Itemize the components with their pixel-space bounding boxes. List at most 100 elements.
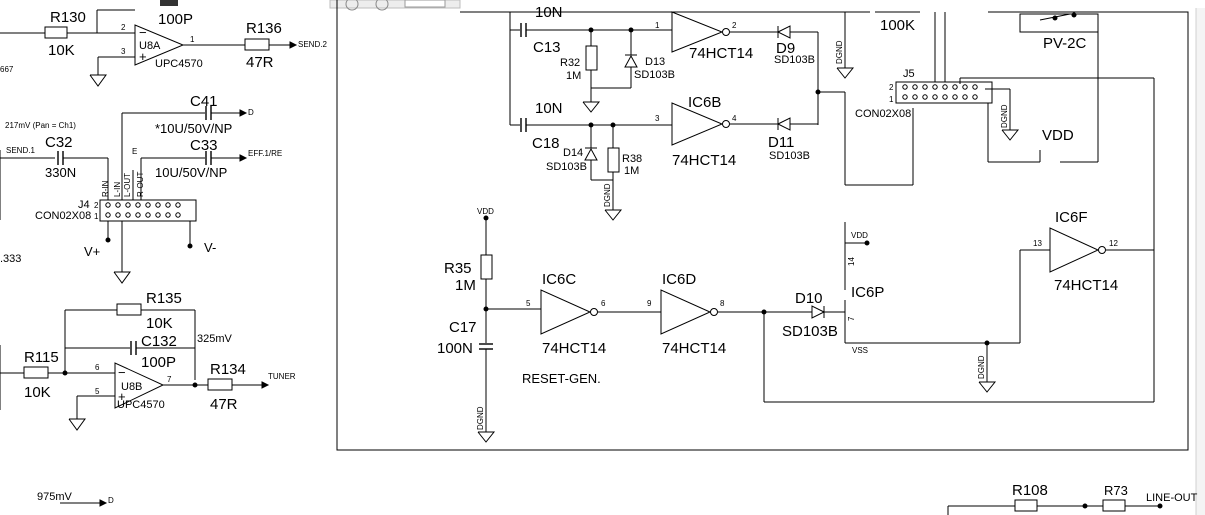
r35-ref: R35	[444, 260, 472, 277]
schematic-label: E	[132, 147, 137, 156]
c41-ref: C41	[190, 93, 218, 110]
r130-resistor	[44, 26, 68, 39]
j4-connector	[99, 199, 197, 222]
ic6p-ground	[978, 381, 997, 393]
r134-ref: R134	[210, 361, 246, 378]
schematic-label: −	[139, 25, 147, 40]
schematic-label: 2	[732, 21, 737, 30]
reset-gen-label: RESET-GEN.	[522, 371, 601, 386]
schematic-label: DGND	[977, 355, 986, 379]
vss-label: VSS	[852, 346, 868, 355]
d11-ref: D11	[768, 134, 794, 151]
zoom-box-icon[interactable]	[160, 0, 178, 6]
r73-ref: R73	[1104, 483, 1128, 498]
schematic-label: 7	[167, 375, 172, 384]
mv975-label: 975mV	[37, 491, 73, 503]
schematic-label: 2	[121, 23, 126, 32]
vertical-scrollbar[interactable]	[1196, 8, 1205, 515]
c18-value: 10N	[535, 100, 563, 117]
pv2c-label: PV-2C	[1043, 35, 1087, 52]
ic6p-ref: IC6P	[851, 284, 884, 301]
vminus-label: V-	[204, 240, 216, 255]
line-out-stage: R108 R73 LINE-OUT	[947, 482, 1198, 515]
viewer-toolbar[interactable]	[160, 0, 461, 11]
r135-value: 10K	[146, 315, 173, 332]
schematic-label: 1	[655, 21, 660, 30]
reset-generator: VDD R35 1M C17 100N DGND IC6C 5 6 74HCT1…	[437, 207, 1154, 443]
schematic-label: 6	[601, 299, 606, 308]
schematic-label: DGND	[1000, 104, 1009, 128]
ic6c-gate	[540, 289, 592, 335]
schematic-label: 3	[121, 47, 126, 56]
r38-resistor	[607, 147, 620, 173]
j4-stage: C41 D *10U/50V/NP 217mV (Pan = Ch1) SEND…	[0, 93, 282, 284]
d9-ref: D9	[776, 40, 795, 57]
j5-stage: 100K PV-2C J5 CON02X08 2 1	[855, 11, 1155, 402]
ic6d-gate	[660, 289, 712, 335]
ic6d-part: 74HCT14	[662, 340, 726, 357]
r108-ref: R108	[1012, 482, 1048, 499]
schematic-label: 667	[0, 65, 14, 74]
j4-pins	[105, 202, 181, 218]
c132-ref: C132	[141, 333, 177, 350]
c13-ground	[582, 101, 601, 113]
schematic-label: +	[139, 49, 147, 64]
r115-value: 10K	[24, 384, 51, 401]
j4-ref: J4	[78, 199, 90, 211]
r130-ref: R130	[50, 9, 86, 26]
block-frame	[336, 0, 1189, 451]
r108-resistor	[1014, 499, 1038, 512]
j4-ground	[113, 271, 131, 284]
schematic-label: 2	[889, 83, 894, 92]
c32-value: 330N	[45, 165, 76, 180]
schematic-label: 1	[94, 212, 99, 221]
u8a-opamp	[134, 24, 185, 66]
r32-value: 1M	[566, 70, 581, 82]
r35-resistor	[480, 254, 493, 280]
schematic-label: 13	[1033, 239, 1042, 248]
d10-ref: D10	[795, 290, 823, 307]
dgnd-ground-top	[836, 67, 855, 79]
c17-ground	[477, 431, 496, 443]
j4-pin-r-in: R-IN	[101, 180, 110, 197]
lineout-label: LINE-OUT	[1146, 492, 1198, 504]
schematic-label: 2	[94, 201, 99, 210]
ic6a-gate	[671, 11, 724, 53]
d13-ref: D13	[645, 56, 665, 68]
c-top-value: 100P	[158, 11, 193, 28]
j4-pin-r-out: R-OUT	[136, 172, 145, 197]
r135-resistor	[116, 303, 142, 316]
d13-part: SD103B	[634, 69, 675, 81]
ic6f-part: 74HCT14	[1054, 277, 1118, 294]
schematic-label: 1	[190, 35, 195, 44]
d9-part: SD103B	[774, 54, 815, 66]
j4-pin-l-out: L-OUT	[123, 173, 132, 197]
schematic-label: 3	[655, 114, 660, 123]
ic6c-part: 74HCT14	[542, 340, 606, 357]
ic6b-ref: IC6B	[688, 94, 721, 111]
schematic-label: 4	[732, 114, 737, 123]
r136-ref: R136	[246, 20, 282, 37]
k100-label: 100K	[880, 17, 915, 34]
mv325-label: 325mV	[197, 333, 233, 345]
j4-part: CON02X08	[35, 210, 91, 222]
d10-part: SD103B	[782, 323, 838, 340]
c41-value: *10U/50V/NP	[155, 121, 232, 136]
ic6f-ref: IC6F	[1055, 209, 1088, 226]
send1-label: SEND.1	[6, 146, 35, 155]
r136-resistor	[244, 38, 270, 51]
schematic-label: DGND	[603, 183, 612, 207]
ic6b-gate	[671, 102, 724, 146]
c132-value: 100P	[141, 354, 176, 371]
schematic-label: +	[118, 389, 126, 404]
d14-part: SD103B	[546, 161, 587, 173]
u8b-part: UPC4570	[117, 399, 165, 411]
vplus-label: V+	[84, 244, 100, 259]
r135-ref: R135	[146, 290, 182, 307]
u8a-ref: U8A	[139, 40, 161, 52]
schematic-label: DGND	[835, 40, 844, 64]
schematic-label: .333	[0, 253, 21, 265]
r134-resistor	[207, 378, 233, 391]
c32-ref: C32	[45, 134, 73, 151]
u8a-ground	[89, 74, 107, 87]
